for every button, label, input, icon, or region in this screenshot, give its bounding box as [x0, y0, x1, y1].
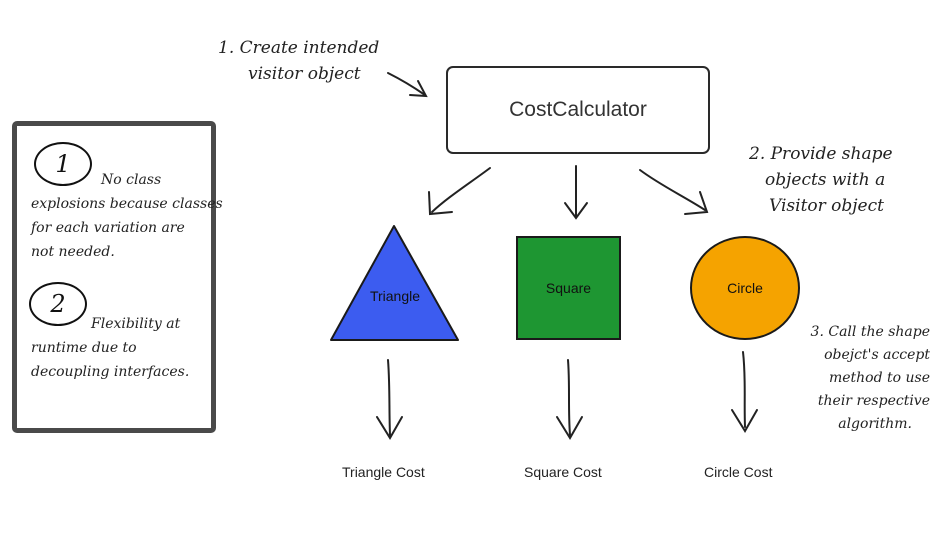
- step2-line: objects with a: [765, 170, 886, 190]
- step3-line: method to use: [828, 370, 930, 386]
- step1-line: 1. Create intended: [218, 38, 380, 58]
- step2-line: Visitor object: [769, 196, 884, 216]
- triangle-label: Triangle: [369, 288, 421, 304]
- benefit-number-badge: 2: [29, 282, 87, 326]
- circle-label: Circle: [727, 280, 763, 296]
- step3-line: algorithm.: [838, 416, 912, 432]
- benefit-text: decoupling interfaces.: [31, 364, 190, 380]
- benefit-text: runtime due to: [31, 340, 137, 356]
- square-node: Square: [516, 236, 621, 340]
- benefit-text: No class: [101, 172, 162, 188]
- calculator-to-circle-arrow: [639, 169, 709, 215]
- triangle-to-cost-arrow: [376, 359, 403, 440]
- cost-calculator-node: CostCalculator: [446, 66, 710, 154]
- step3-note: 3. Call the shape obejct's accept method…: [811, 321, 930, 436]
- triangle-cost-label: Triangle Cost: [342, 464, 425, 480]
- benefit-number-badge: 1: [34, 142, 92, 186]
- step1-line: visitor object: [248, 64, 361, 84]
- square-to-cost-arrow: [556, 359, 583, 440]
- benefits-panel: 1 No class explosions because classes fo…: [12, 121, 223, 433]
- step1-arrow: [387, 72, 428, 98]
- circle-to-cost-arrow: [731, 351, 758, 433]
- step2-line: 2. Provide shape: [749, 144, 893, 164]
- cost-calculator-label: CostCalculator: [509, 98, 647, 121]
- benefit-text: not needed.: [31, 244, 115, 260]
- benefit-text: for each variation are: [31, 220, 185, 236]
- step2-note: 2. Provide shape objects with a Visitor …: [749, 141, 893, 219]
- benefit-text: explosions because classes: [31, 196, 223, 212]
- square-cost-label: Square Cost: [524, 464, 602, 480]
- step3-line: their respective: [817, 393, 930, 409]
- square-label: Square: [545, 280, 592, 296]
- step3-line: 3. Call the shape: [810, 324, 930, 340]
- triangle-shape: [330, 225, 459, 341]
- calculator-to-triangle-arrow: [428, 167, 491, 216]
- step1-note: 1. Create intended visitor object: [218, 35, 379, 87]
- step3-line: obejct's accept: [824, 347, 930, 363]
- benefit-text: Flexibility at: [91, 316, 181, 332]
- circle-cost-label: Circle Cost: [704, 464, 773, 480]
- circle-node: Circle: [690, 236, 800, 340]
- calculator-to-square-arrow: [564, 165, 588, 220]
